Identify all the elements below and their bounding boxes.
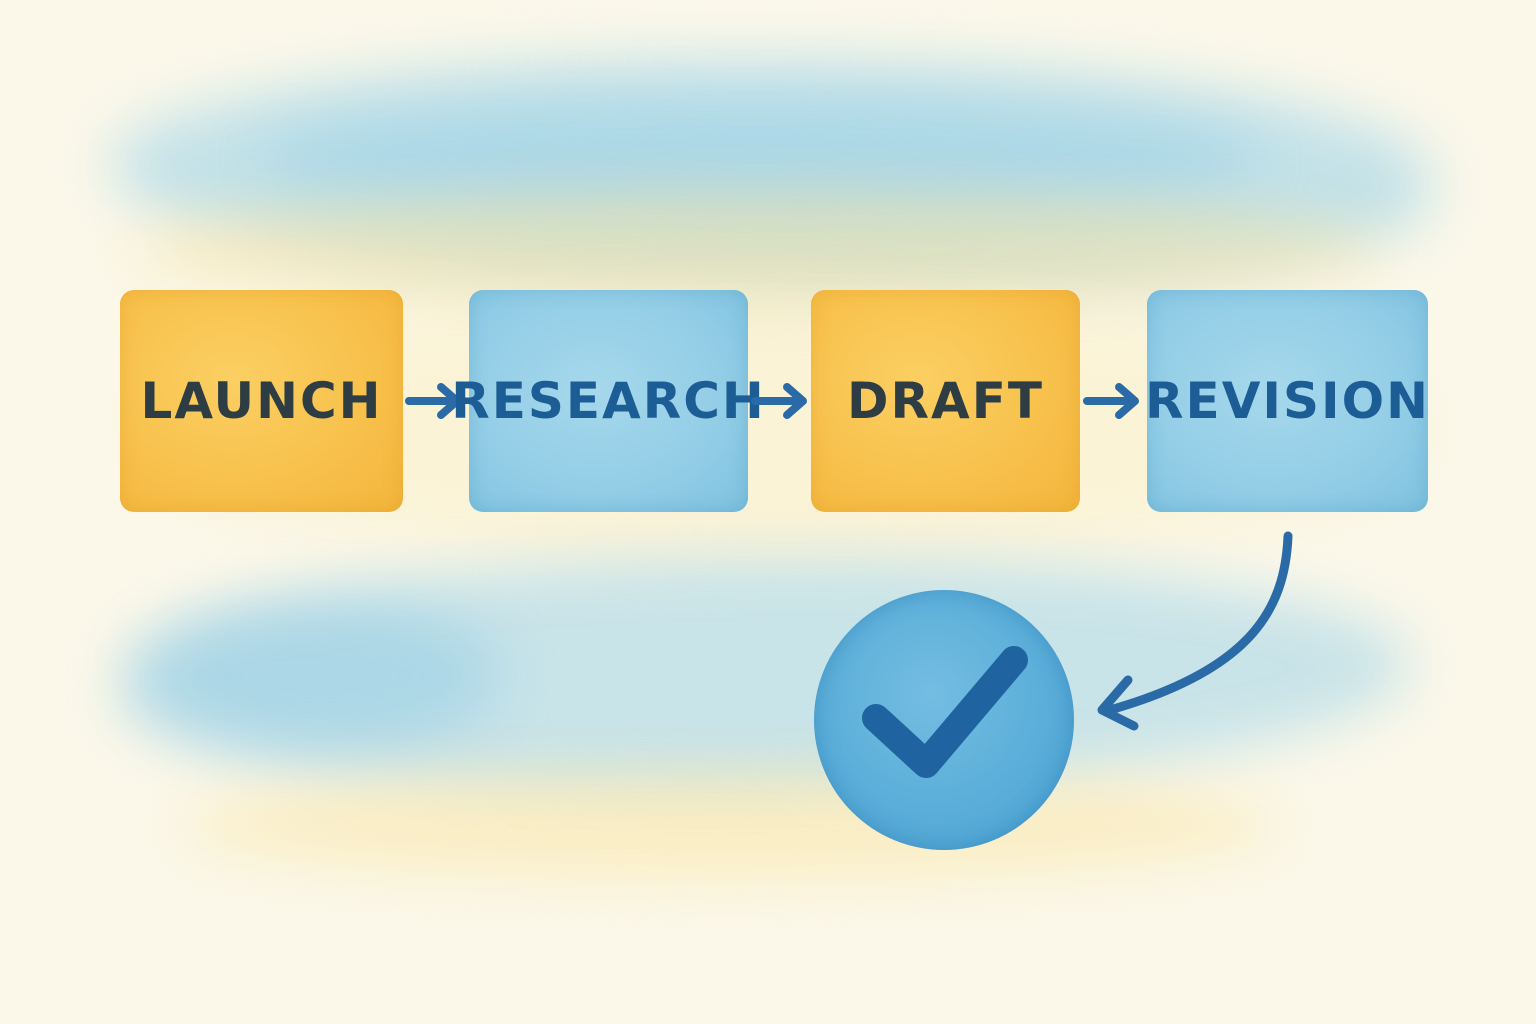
watercolor-wash-yellow-lower xyxy=(180,770,1280,880)
completion-circle xyxy=(814,590,1074,850)
arrow-right-icon xyxy=(751,383,807,419)
step-launch-box: LAUNCH xyxy=(120,290,403,512)
step-research-box: RESEARCH xyxy=(451,290,764,512)
checkmark-icon xyxy=(862,646,1028,778)
step-draft-label: DRAFT xyxy=(847,372,1044,430)
watercolor-wash-top-inner xyxy=(260,100,1260,220)
curved-arrow-icon xyxy=(1097,531,1293,731)
step-revision-box: REVISION xyxy=(1145,290,1430,512)
arrow-right-icon xyxy=(405,383,461,419)
step-draft-box: DRAFT xyxy=(811,290,1080,512)
step-research-label: RESEARCH xyxy=(451,372,766,430)
arrow-right-icon xyxy=(1083,383,1139,419)
watercolor-wash-top xyxy=(110,60,1430,290)
step-launch-label: LAUNCH xyxy=(140,372,383,430)
step-revision-label: REVISION xyxy=(1145,372,1430,430)
watercolor-wash-bottom-left xyxy=(140,600,500,750)
